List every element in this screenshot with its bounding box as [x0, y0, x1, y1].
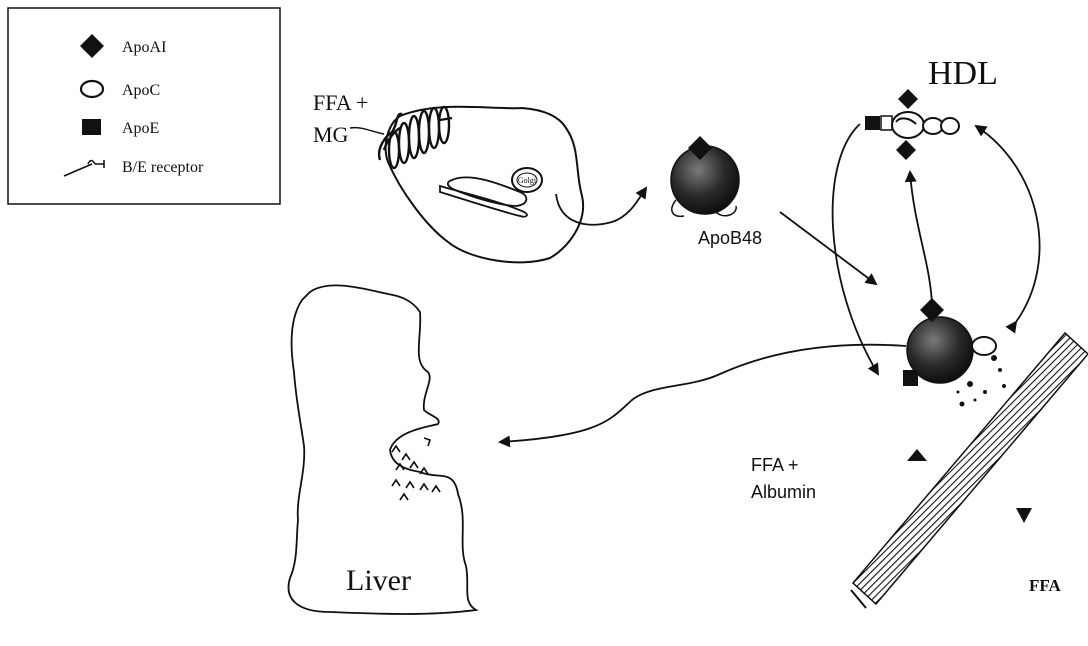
square-icon: [82, 119, 101, 135]
diamond-icon: [896, 140, 916, 160]
ffa-mg-pointer: [350, 128, 384, 134]
hdl-core: [892, 112, 924, 138]
circle-outline-icon: [972, 337, 996, 355]
ffa-albumin-label-line1: FFA +: [751, 455, 799, 475]
legend-label-apoc: ApoC: [122, 82, 160, 99]
apob48-label: ApoB48: [698, 228, 762, 248]
enterocyte-cell: Golgi: [379, 107, 583, 263]
legend: ApoAI ApoC ApoE B/E receptor: [8, 8, 280, 204]
square-icon: [903, 370, 918, 386]
golgi-label: Golgi: [518, 176, 537, 185]
legend-label-apoai: ApoAI: [122, 39, 166, 56]
mature-chylomicron: [903, 298, 1006, 407]
square-icon: [881, 116, 892, 130]
enterocyte-outline: [386, 107, 583, 263]
ffa-albumin-label-line2: Albumin: [751, 482, 816, 502]
hdl-particle: [865, 89, 959, 160]
apoc-return-arrow: [910, 172, 932, 304]
square-icon: [865, 116, 880, 130]
ffa-mg-label-line1: FFA +: [313, 90, 368, 115]
golgi-apparatus: Golgi: [512, 168, 542, 192]
triangle-up-icon: [907, 449, 927, 461]
remnant-uptake-arrow: [500, 345, 906, 442]
liver-label: Liver: [346, 564, 411, 597]
triangle-down-icon: [1016, 508, 1032, 523]
circle-outline-icon: [81, 81, 103, 97]
ffa-label: FFA: [1029, 576, 1062, 595]
capillary-endothelium: [851, 333, 1088, 608]
legend-label-apoe: ApoE: [122, 120, 159, 137]
apoc-exchange-arrow: [976, 126, 1040, 322]
chylomicron-core: [671, 146, 739, 214]
endothelium-band: [853, 333, 1088, 604]
circle-outline-icon: [941, 118, 959, 134]
hdl-label: HDL: [928, 55, 998, 92]
ffa-mg-label-line2: MG: [313, 122, 349, 147]
nascent-chylomicron: [671, 136, 739, 216]
legend-label-be-receptor: B/E receptor: [122, 159, 204, 176]
diamond-icon: [898, 89, 918, 109]
maturation-arrow: [780, 212, 876, 284]
apoe-transfer-arrow: [833, 124, 878, 374]
